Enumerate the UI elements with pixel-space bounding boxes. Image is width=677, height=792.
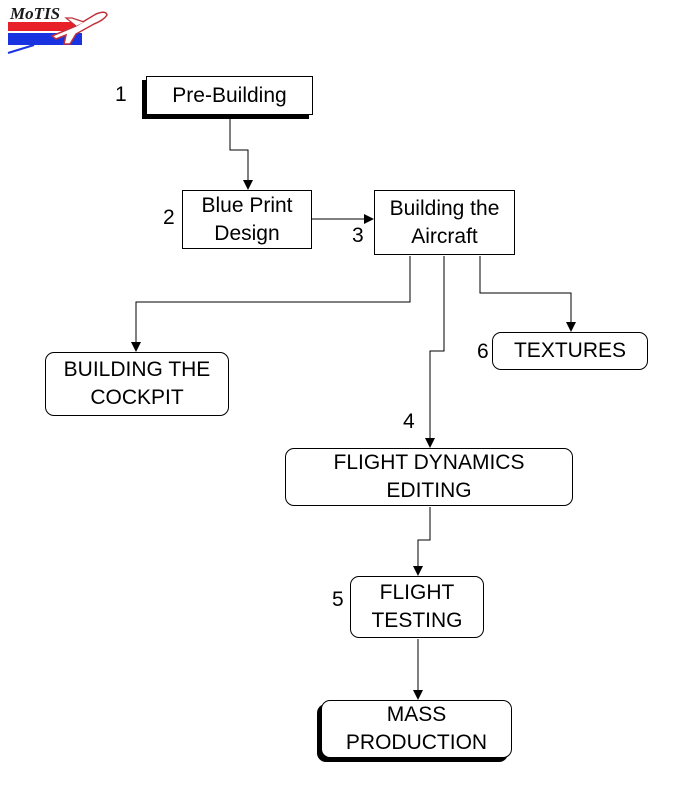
step-number-4: 4	[403, 410, 415, 433]
airplane-icon	[50, 11, 108, 45]
step-number-5: 5	[332, 588, 344, 611]
node-building-the-cockpit: BUILDING THE COCKPIT	[45, 352, 229, 416]
edge-building-textures	[479, 256, 576, 332]
logo-red-stripe	[8, 22, 82, 31]
node-flight-dynamics-editing: FLIGHT DYNAMICS EDITING	[285, 448, 573, 506]
step-number-6: 6	[477, 340, 489, 363]
edge-flightdynamics-flighttesting	[413, 507, 431, 576]
step-number-1: 1	[115, 83, 127, 106]
logo-blue-line	[7, 44, 35, 54]
motis-logo: MoTIS	[7, 4, 108, 54]
step-number-2: 2	[163, 206, 175, 229]
edge-building-cockpit	[131, 256, 411, 352]
edge-building-flightdynamics	[425, 256, 445, 448]
node-blue-print-design: Blue Print Design	[182, 190, 312, 249]
node-mass-production: MASS PRODUCTION	[321, 700, 512, 758]
edge-prebuilding-blueprint	[229, 117, 253, 190]
logo-text: MoTIS	[9, 4, 60, 23]
node-flight-testing: FLIGHT TESTING	[350, 576, 484, 638]
node-building-the-aircraft: Building the Aircraft	[374, 190, 515, 255]
node-pre-building: Pre-Building	[146, 76, 313, 115]
node-textures: TEXTURES	[492, 332, 648, 370]
step-number-3: 3	[352, 224, 364, 247]
